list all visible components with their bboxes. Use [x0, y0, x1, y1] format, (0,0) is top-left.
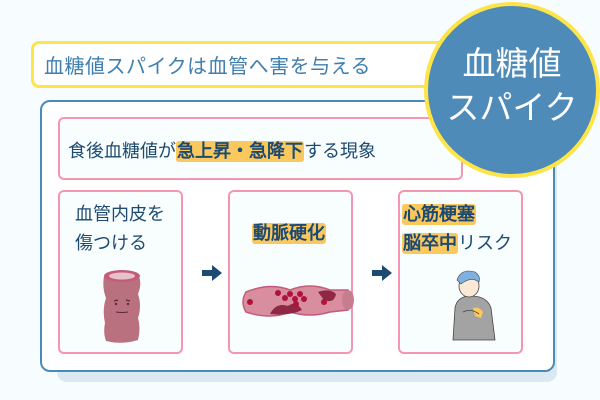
man-chest-pain-icon — [452, 270, 496, 341]
step1-title: 血管内皮を 傷つける — [75, 200, 165, 258]
definition-suffix: する現象 — [304, 141, 376, 162]
step3-suffix: リスク — [458, 233, 512, 254]
step1-line1: 血管内皮を — [75, 204, 165, 225]
step2-highlight: 動脈硬化 — [252, 223, 326, 244]
step-card-arteriosclerosis — [228, 190, 353, 354]
definition-highlight: 急上昇・急降下 — [176, 141, 304, 162]
step3-highlight-mi: 心筋梗塞 — [402, 204, 476, 225]
step3-title: 心筋梗塞 脳卒中リスク — [402, 200, 512, 258]
definition-prefix: 食後血糖値が — [68, 141, 176, 162]
topic-badge — [424, 2, 600, 178]
step3-highlight-stroke: 脳卒中 — [402, 233, 458, 254]
definition-text: 食後血糖値が急上昇・急降下する現象 — [68, 137, 376, 163]
badge-line1: 血糖値 — [462, 44, 562, 83]
arrow-right-icon — [372, 265, 392, 281]
damaged-blood-vessel-icon — [103, 270, 141, 343]
arrow-right-icon — [202, 265, 222, 281]
title-banner — [31, 41, 451, 88]
step2-title: 動脈硬化 — [252, 219, 326, 248]
clogged-artery-icon — [242, 285, 354, 317]
badge-line2: スパイク — [446, 88, 578, 127]
topic-badge-text: 血糖値 スパイク — [424, 42, 600, 130]
page-title: 血糖値スパイクは血管へ害を与える — [44, 54, 371, 78]
step1-line2: 傷つける — [75, 233, 147, 254]
